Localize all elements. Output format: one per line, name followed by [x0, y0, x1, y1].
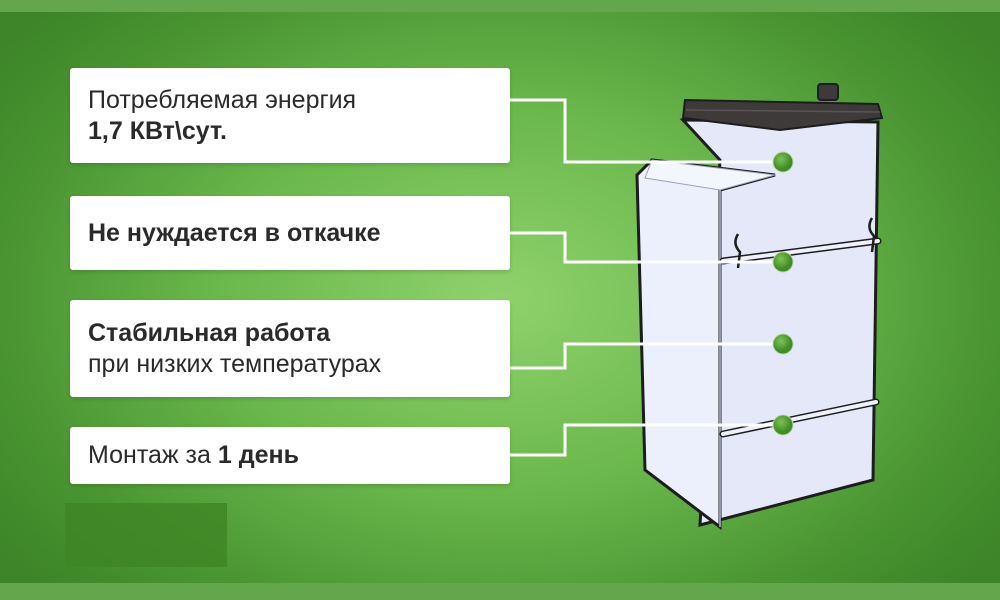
feature-low-temp: Стабильная работа при низких температура… [70, 300, 510, 397]
connector-2 [510, 231, 783, 264]
feature-energy-label: Потребляемая энергия [88, 85, 357, 114]
rail-hook-right [868, 217, 876, 253]
feature-install: Монтаж за 1 день [70, 427, 510, 484]
feature-energy: Потребляемая энергия 1,7 КВт\сут. [70, 68, 510, 163]
feature-no-pumping: Не нуждается в откачке [70, 196, 510, 270]
connector-1 [510, 98, 783, 164]
marker-dot-1 [772, 151, 794, 173]
feature-low-temp-title: Стабильная работа [88, 318, 331, 347]
blurred-logo [65, 503, 227, 567]
feature-energy-value: 1,7 КВт\сут. [88, 116, 227, 145]
connector-3 [510, 342, 783, 370]
connector-4 [510, 423, 783, 457]
vent-pipe [817, 83, 839, 101]
upper-rail-highlight [721, 239, 880, 263]
tank-lid [681, 98, 884, 132]
connector-lines [510, 98, 783, 457]
feature-install-prefix: Монтаж за [88, 441, 218, 469]
bottom-strip [0, 583, 1000, 600]
marker-dot-3 [772, 333, 794, 355]
marker-dot-2 [772, 251, 794, 273]
feature-low-temp-subtitle: при низких температурах [88, 349, 382, 378]
lower-rail-highlight [721, 400, 878, 436]
top-strip [0, 0, 1000, 12]
feature-install-text: Монтаж за 1 день [88, 440, 510, 471]
lid-ridge [685, 109, 881, 113]
marker-dot-4 [772, 414, 794, 436]
feature-install-value: 1 день [217, 441, 299, 469]
feature-no-pumping-label: Не нуждается в откачке [88, 218, 381, 247]
rail-hook-left [734, 233, 742, 269]
